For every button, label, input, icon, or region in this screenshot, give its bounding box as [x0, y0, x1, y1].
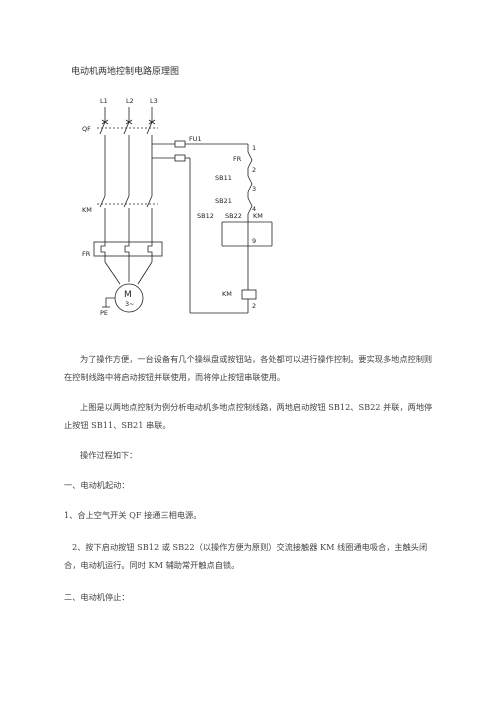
label-km-main: KM: [82, 206, 92, 214]
heading-stop: 二、电动机停止：: [64, 592, 130, 602]
heading-start: 一、电动机起动：: [64, 480, 130, 490]
label-km-coil: KM: [222, 290, 232, 298]
label-n9: 9: [252, 237, 256, 245]
label-pe: PE: [100, 309, 108, 317]
label-n4: 4: [252, 205, 256, 213]
label-fu1: FU1: [189, 135, 202, 143]
label-km-aux: KM: [253, 212, 263, 220]
label-n1: 1: [252, 144, 256, 152]
label-fr-main: FR: [82, 250, 91, 258]
phase-lines: [97, 107, 158, 242]
motor-3-label: 3~: [125, 300, 135, 308]
label-l3: L3: [150, 97, 158, 105]
label-n3: 3: [252, 185, 256, 193]
motor-m-label: M: [124, 290, 132, 300]
paragraph-procedure: 操作过程如下：: [80, 450, 138, 460]
label-n2b: 2: [252, 302, 256, 310]
control-circuit: [152, 140, 273, 314]
label-sb11: SB11: [215, 174, 232, 182]
fr-main-block: [93, 241, 163, 285]
page-title: 电动机两地控制电路原理图: [71, 67, 180, 77]
label-l2: L2: [126, 97, 134, 105]
label-sb12: SB12: [197, 212, 214, 220]
paragraph-intro: 为了操作方便，一台设备有几个操纵盘或按钮站，各处都可以进行操作控制。要实现多地点…: [64, 354, 433, 382]
label-sb22: SB22: [225, 212, 242, 220]
paragraph-description: 上图是以两地点控制为例分析电动机多地点控制线路，两地启动按钮 SB12、SB22…: [64, 402, 433, 430]
label-n2: 2: [252, 166, 256, 174]
paragraph-step2: 2、按下启动按钮 SB12 或 SB22（以操作方便为原则）交流接触器 KM 线…: [64, 542, 428, 570]
motor: M 3~: [102, 283, 144, 313]
label-fr-ctrl: FR: [233, 155, 242, 163]
paragraph-step1: 1、合上空气开关 QF 接通三相电源。: [64, 510, 202, 520]
label-sb21: SB21: [215, 197, 232, 205]
label-l1: L1: [100, 97, 108, 105]
label-qf: QF: [82, 125, 91, 133]
